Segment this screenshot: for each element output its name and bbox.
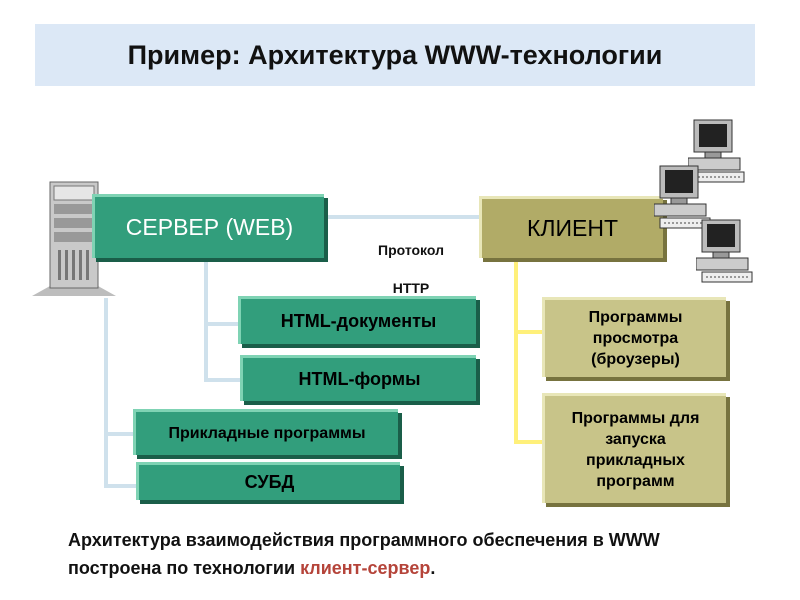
desktop-computer-icon [654,165,711,229]
server-item-applications: Прикладные программы [133,409,398,455]
server-item-label: СУБД [244,472,295,492]
caption-end: . [430,558,436,578]
server-item-dbms: СУБД [136,462,400,500]
client-item-app-launchers: Программы для запуска прикладных програм… [542,393,726,503]
protocol-line-2: HTTP [392,280,430,296]
protocol-line-1: Протокол [378,242,444,258]
caption-highlight: клиент-сервер [300,558,431,578]
server-http-line [322,215,484,219]
server-branch-line [204,258,208,382]
desktop-computer-icon [696,219,753,283]
server-item-html-forms: HTML-формы [240,355,476,401]
server-trunk-line [104,432,136,436]
title-bar: Пример: Архитектура WWW-технологии [35,24,755,86]
caption-text: Архитектура взаимодействия программного … [68,530,660,578]
page-title: Пример: Архитектура WWW-технологии [127,39,663,70]
caption: Архитектура взаимодействия программного … [68,526,748,582]
server-item-label: Прикладные программы [168,424,366,442]
client-item-label: Программы для запуска прикладных програм… [571,409,700,490]
client-box: КЛИЕНТ [479,196,663,258]
client-item-label: Программы просмотра (броузеры) [588,309,683,368]
server-branch-line [204,322,240,326]
server-trunk-line [104,298,108,488]
client-branch-line [514,440,544,444]
server-item-html-documents: HTML-документы [238,296,476,344]
client-branch-line [514,330,544,334]
protocol-label: Протокол HTTP [356,240,466,306]
desktop-computer-icon [688,119,745,183]
server-box: СЕРВЕР (WEB) [92,194,324,258]
server-trunk-line [104,484,138,488]
client-item-browsers: Программы просмотра (броузеры) [542,297,726,377]
server-item-label: HTML-документы [280,311,437,331]
server-item-label: HTML-формы [298,369,421,389]
client-branch-line [514,258,518,444]
client-label: КЛИЕНТ [526,215,619,241]
server-branch-line [204,378,240,382]
server-label: СЕРВЕР (WEB) [125,214,294,240]
